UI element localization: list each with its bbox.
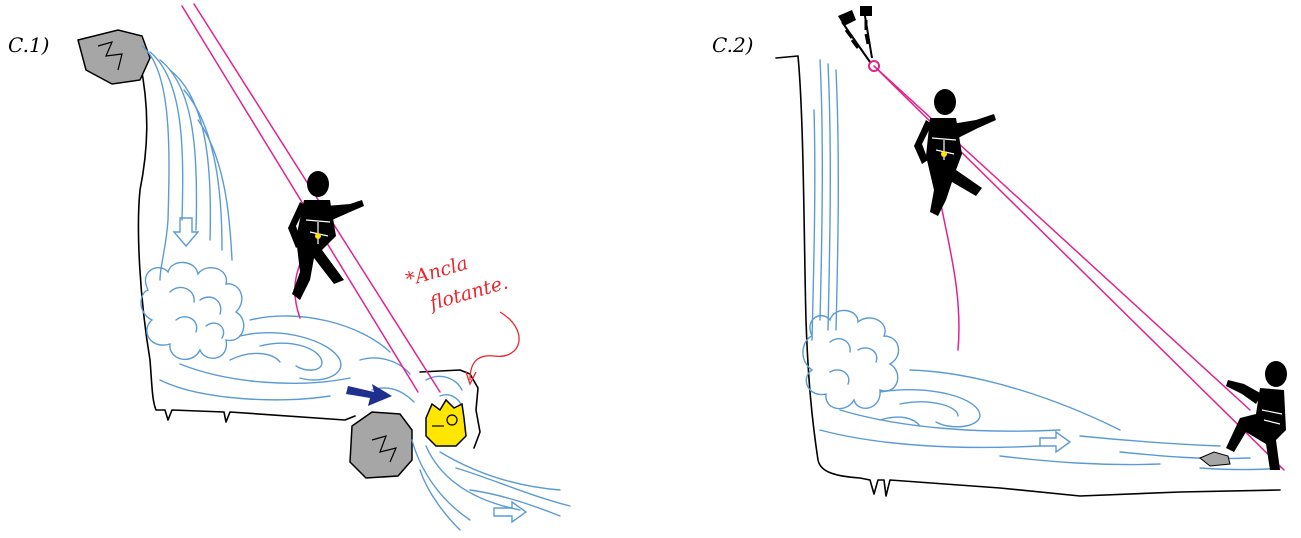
rock-top-left [78,30,150,84]
canyon-wall-c2 [776,56,1280,496]
rope-c2-a [874,66,1250,410]
rope-c1-b [194,4,440,392]
annotation-floating-anchor: *Ancla flotante. [403,252,519,384]
climber-c2-lower [1226,361,1287,470]
rope-c1-a [182,6,418,392]
panel-c1: C.1) [8,4,570,530]
outflow-c1 [412,440,570,530]
anchor-chain-c2 [838,6,879,71]
panel-c2: C.2) [712,6,1287,496]
rock-small-c2 [1200,452,1230,466]
waterfall-c1 [142,46,232,280]
panel-c2-label: C.2) [712,33,753,57]
floating-anchor [426,400,466,446]
rock-bottom [350,412,412,478]
panel-c1-label: C.1) [8,33,49,57]
waterfall-c2 [812,60,838,340]
climber-c1 [288,171,364,300]
pool-c1 [160,316,462,406]
foam-c2 [803,310,899,408]
climber-c2-upper [914,89,996,216]
foam-c1 [141,262,244,359]
